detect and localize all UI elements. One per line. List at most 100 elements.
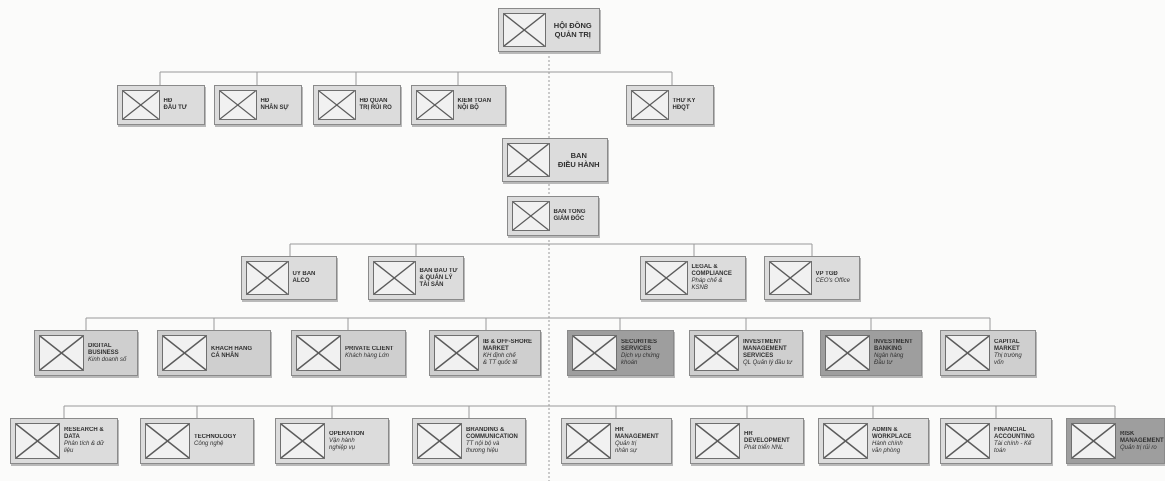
photo-placeholder-icon — [145, 423, 190, 459]
photo-placeholder-icon — [162, 335, 207, 371]
photo-placeholder-icon — [296, 335, 341, 371]
photo-placeholder-icon — [318, 90, 356, 120]
label-line: MARKET — [483, 346, 509, 352]
label-line: DIGITAL — [88, 342, 112, 349]
label-line: WORKPLACE — [872, 434, 912, 440]
sublabel-line: KH định chế — [483, 353, 516, 359]
label-line: DATA — [64, 434, 80, 440]
sublabel-line: Pháp chế & — [691, 278, 723, 284]
sublabel-line: Quản trị rủi ro — [1120, 444, 1157, 451]
label-line: HR — [615, 427, 624, 433]
label-line: BAN TỔNG — [553, 209, 586, 215]
label-line: CAPITAL — [994, 339, 1020, 345]
label-line: GIÁM ĐỐC — [553, 216, 585, 222]
label-line: ỦY BAN ALCO — [292, 271, 316, 284]
label-line: MANAGEMENT — [615, 434, 659, 440]
sublabel-line: Khách hàng Lớn — [345, 353, 389, 359]
sublabel-line: Tài chính - Kế — [994, 441, 1032, 447]
label-line: INVESTMENT — [743, 339, 782, 345]
photo-placeholder-icon — [1071, 423, 1116, 459]
photo-placeholder-icon — [219, 90, 257, 120]
label-line: SERVICES — [621, 346, 652, 352]
photo-placeholder-icon — [645, 261, 688, 295]
sublabel-line: Kinh doanh số — [88, 356, 127, 363]
sublabel-line: liệu — [64, 448, 74, 454]
label-line: IB & OFF-SHORE — [483, 339, 532, 345]
label-line: OPERATION — [329, 430, 365, 437]
sublabel-line: Thị trường vốn — [994, 353, 1022, 366]
sublabel-line: Hành chính — [872, 441, 903, 447]
label-line: VP TGĐ — [815, 271, 838, 277]
sublabel-line: nhân sự — [615, 448, 637, 454]
label-line: HĐ — [260, 98, 270, 104]
label-line: ĐẦU TƯ — [163, 105, 187, 111]
photo-placeholder-icon — [512, 201, 550, 231]
photo-placeholder-icon — [945, 335, 990, 371]
org-node-uy-ban-alco: ỦY BAN ALCO — [241, 256, 337, 300]
label-line: KHÁCH HÀNG — [211, 346, 252, 352]
sublabel-line: Đầu tư — [874, 360, 893, 366]
sublabel-line: CEO's Office — [815, 278, 851, 284]
sublabel-line: QL Quản lý đầu tư — [743, 360, 793, 366]
label-line: BUSINESS — [88, 349, 119, 356]
sublabel-line: nghiệp vụ — [329, 444, 356, 451]
label-line: DEVELOPMENT — [744, 437, 790, 444]
sublabel-line: Phân tích & dữ — [64, 441, 104, 447]
label-line: NỘI BỘ — [457, 105, 479, 111]
photo-placeholder-icon — [566, 423, 611, 459]
label-line: TRỊ RỦI RO — [359, 105, 392, 111]
sublabel-line: Dịch vụ chứng — [621, 353, 660, 359]
sublabel-line: TT nội bộ và — [466, 441, 500, 447]
sublabel-line: KSNB — [691, 285, 708, 291]
sublabel-line: toán — [994, 448, 1006, 454]
sublabel-line: thương hiệu — [466, 448, 499, 454]
label-line: ĐIỀU HÀNH — [557, 160, 600, 169]
photo-placeholder-icon — [417, 423, 462, 459]
sublabel-line: Công nghệ — [194, 441, 224, 447]
sublabel-line: Phát triển NNL — [744, 444, 784, 451]
sublabel-line: Vận hành — [329, 437, 355, 444]
label-line: COMMUNICATION — [466, 434, 518, 440]
label-line: NHÂN SỰ — [260, 105, 289, 111]
photo-placeholder-icon — [503, 13, 546, 47]
photo-placeholder-icon — [39, 335, 84, 371]
photo-placeholder-icon — [280, 423, 325, 459]
label-line: MARKET — [994, 346, 1020, 352]
label-line: SERVICES — [743, 353, 774, 359]
label-line: LEGAL & — [691, 264, 718, 270]
photo-placeholder-icon — [631, 90, 669, 120]
photo-placeholder-icon — [825, 335, 870, 371]
